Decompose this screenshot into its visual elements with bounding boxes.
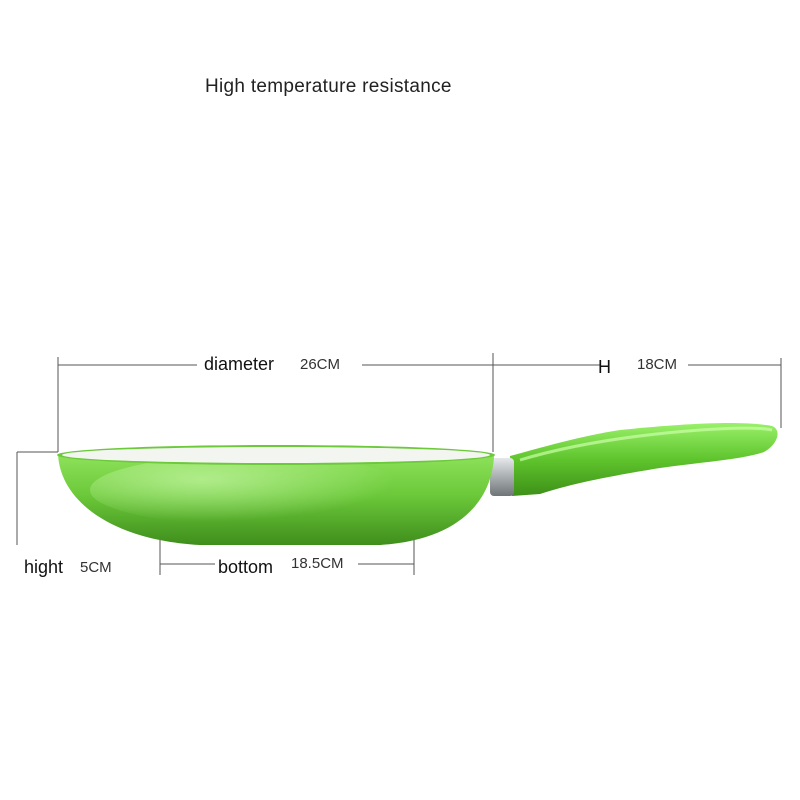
bottom-label: bottom (218, 557, 274, 577)
bottom-value: 18.5CM (291, 555, 344, 572)
diameter-value: 26CM (300, 356, 341, 373)
diameter-label: diameter (204, 354, 275, 374)
pan-handle (510, 423, 778, 496)
headline: High temperature resistance (205, 76, 452, 97)
dimension-lines (16, 353, 782, 575)
pan-inner-coating (62, 447, 490, 463)
handle-label: H (598, 357, 611, 377)
height-value: 5CM (80, 559, 112, 576)
handle-connector (490, 458, 514, 496)
pan-handle-highlight (519, 426, 773, 462)
pan-body-shine (90, 455, 410, 525)
handle-value: 18CM (637, 356, 678, 373)
height-label: hight (24, 557, 64, 577)
